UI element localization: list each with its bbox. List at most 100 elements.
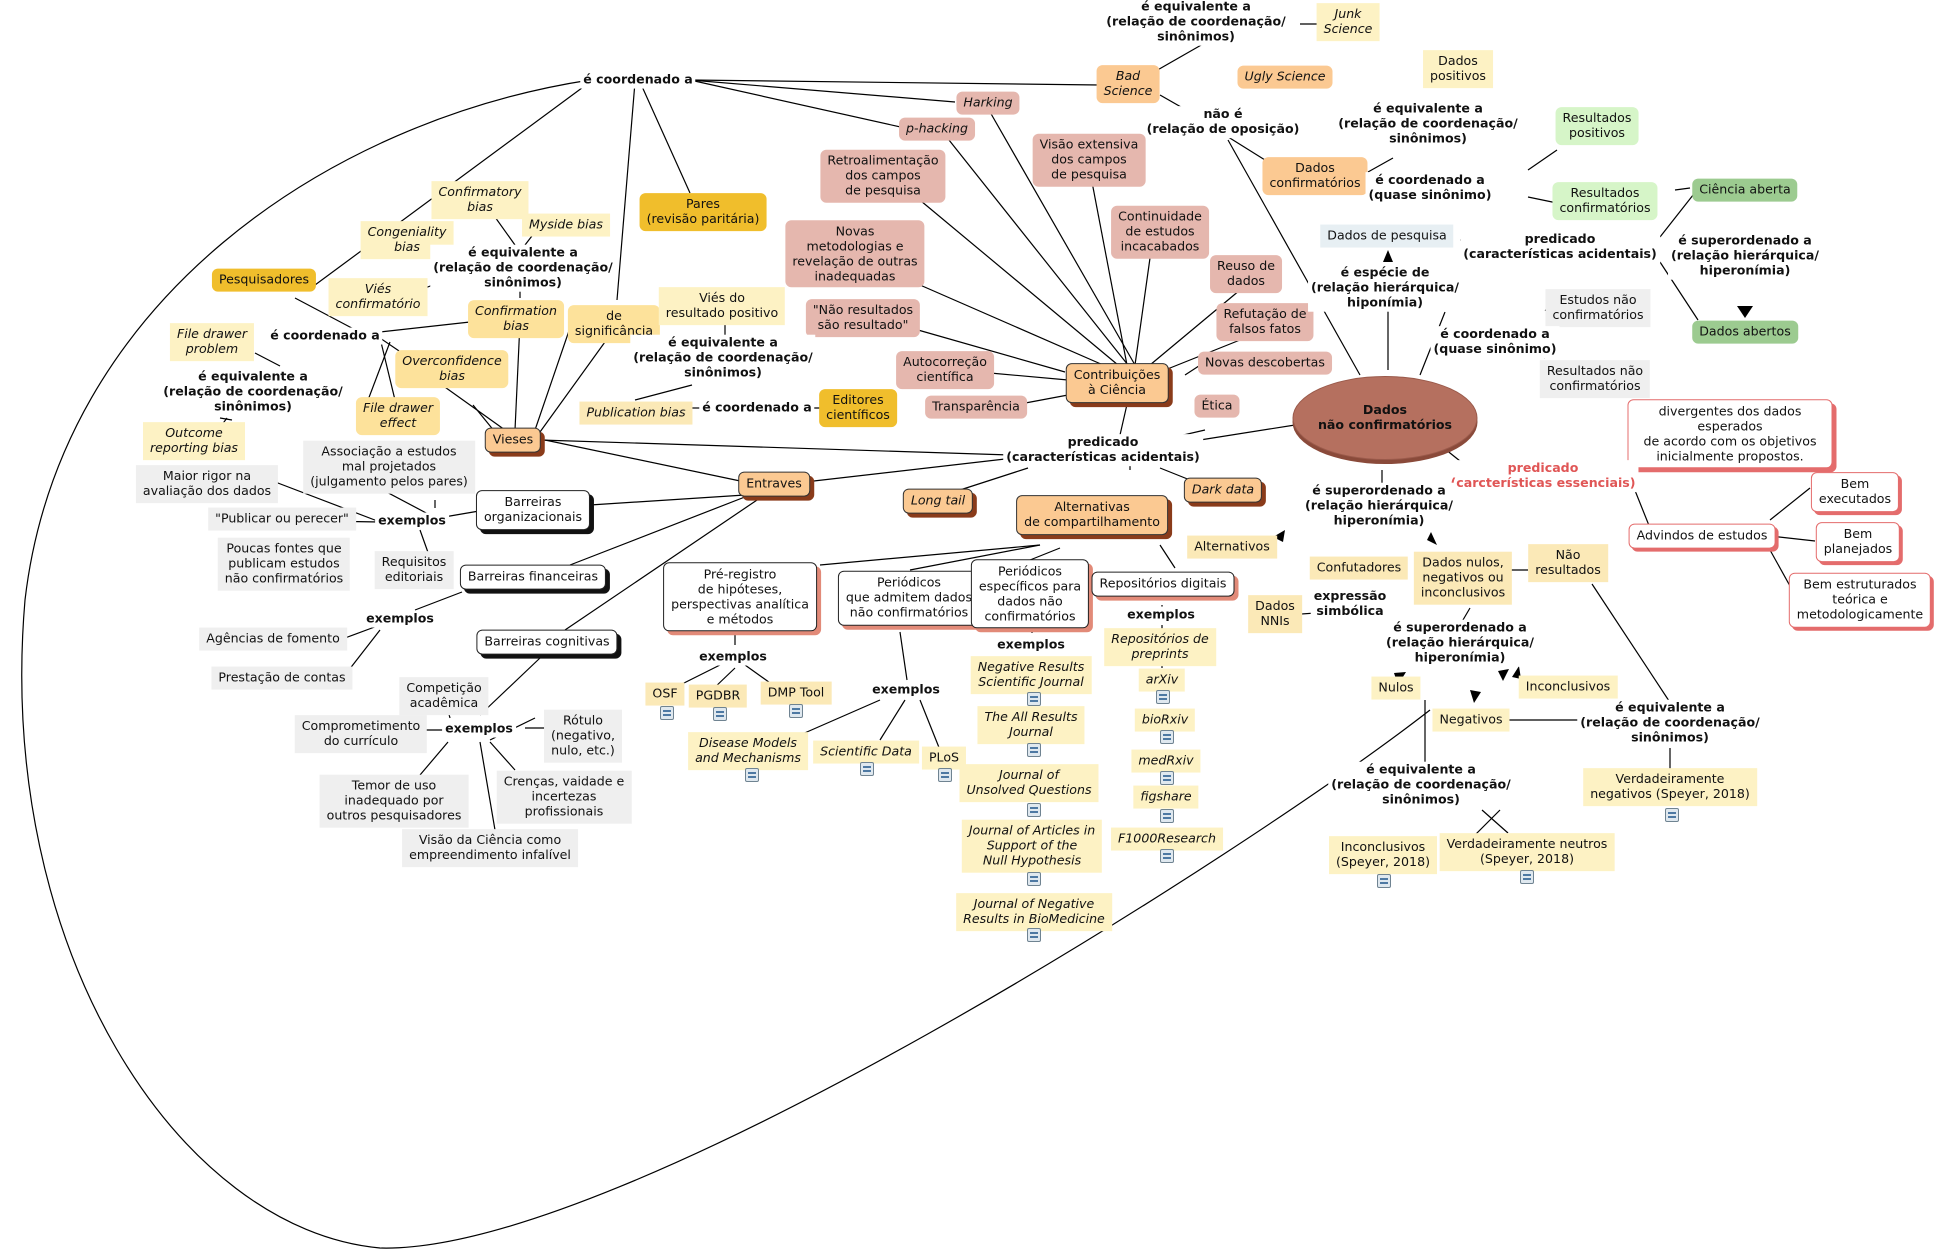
document-link-icon[interactable] (938, 768, 952, 782)
document-link-icon[interactable] (745, 768, 759, 782)
document-link-icon[interactable] (713, 707, 727, 721)
concept-node[interactable]: Bem estruturados teórica e metodologicam… (1788, 572, 1932, 628)
document-link-icon[interactable] (1027, 743, 1041, 757)
concept-node[interactable]: Confirmation bias (468, 300, 564, 338)
concept-node[interactable]: Dados confirmatórios (1262, 157, 1368, 195)
central-concept[interactable]: Dados não confirmatórios (1292, 376, 1478, 460)
concept-node[interactable]: Temor de uso inadequado por outros pesqu… (319, 774, 469, 828)
concept-node[interactable]: Inconclusivos (Speyer, 2018) (1329, 836, 1437, 874)
concept-node[interactable]: Periódicos específicos para dados não co… (970, 559, 1090, 629)
concept-node[interactable]: Novas descobertas (1198, 351, 1332, 375)
concept-node[interactable]: Refutação de falsos fatos (1216, 303, 1314, 341)
concept-node[interactable]: OSF (645, 682, 685, 706)
concept-node[interactable]: Viés confirmatório (328, 278, 428, 316)
concept-node[interactable]: Barreiras financeiras (459, 564, 607, 590)
concept-node[interactable]: Repositórios de preprints (1104, 628, 1216, 666)
concept-node[interactable]: Entraves (738, 471, 810, 497)
concept-node[interactable]: Journal of Unsolved Questions (959, 764, 1099, 802)
concept-node[interactable]: Estudos não confirmatórios (1545, 289, 1651, 327)
document-link-icon[interactable] (1160, 809, 1174, 823)
concept-node[interactable]: Barreiras organizacionais (475, 490, 591, 530)
concept-node[interactable]: File drawer problem (169, 323, 255, 361)
document-link-icon[interactable] (860, 762, 874, 776)
concept-node[interactable]: F1000Research (1111, 827, 1223, 851)
concept-node[interactable]: Editores científicos (819, 389, 897, 427)
concept-node[interactable]: Overconfidence bias (395, 350, 509, 388)
document-link-icon[interactable] (789, 704, 803, 718)
concept-node[interactable]: Maior rigor na avaliação dos dados (135, 465, 279, 503)
concept-node[interactable]: Congeniality bias (360, 221, 454, 259)
concept-node[interactable]: "Não resultados são resultado" (805, 299, 921, 337)
concept-node[interactable]: Nulos (1371, 676, 1421, 700)
concept-node[interactable]: Agências de fomento (199, 627, 347, 651)
document-link-icon[interactable] (1027, 803, 1041, 817)
concept-node[interactable]: divergentes dos dados esperados de acord… (1627, 399, 1833, 469)
concept-node[interactable]: Journal of Articles in Support of the Nu… (961, 819, 1103, 873)
concept-node[interactable]: Competição acadêmica (399, 677, 489, 715)
concept-node[interactable]: Journal of Negative Results in BioMedici… (956, 893, 1112, 931)
concept-node[interactable]: Dados de pesquisa (1320, 224, 1454, 248)
concept-node[interactable]: Dados nulos, negativos ou inconclusivos (1413, 551, 1513, 605)
concept-node[interactable]: Periódicos que admitem dados não confirm… (837, 570, 981, 626)
concept-node[interactable]: Não resultados (1528, 544, 1608, 582)
concept-node[interactable]: Dados positivos (1423, 50, 1493, 88)
concept-node[interactable]: Myside bias (522, 213, 610, 237)
concept-node[interactable]: Verdadeiramente negativos (Speyer, 2018) (1583, 768, 1757, 806)
concept-node[interactable]: Resultados positivos (1555, 107, 1639, 145)
concept-node[interactable]: PLoS (921, 746, 967, 770)
concept-node[interactable]: Publication bias (579, 401, 693, 425)
concept-node[interactable]: Continuidade de estudos incacabados (1111, 205, 1209, 259)
document-link-icon[interactable] (1665, 808, 1679, 822)
concept-node[interactable]: Dados abertos (1692, 320, 1798, 344)
concept-node[interactable]: bioRxiv (1134, 708, 1196, 732)
concept-node[interactable]: Long tail (902, 488, 974, 514)
concept-node[interactable]: p-hacking (899, 117, 975, 141)
concept-node[interactable]: Ciência aberta (1692, 178, 1798, 202)
concept-node[interactable]: Contribuições à Ciência (1065, 363, 1169, 403)
concept-node[interactable]: Comprometimento do currículo (294, 715, 428, 753)
concept-node[interactable]: Bad Science (1096, 65, 1160, 103)
document-link-icon[interactable] (1377, 874, 1391, 888)
concept-node[interactable]: File drawer effect (355, 397, 441, 435)
concept-node[interactable]: Dados NNIs (1248, 595, 1302, 633)
concept-node[interactable]: Junk Science (1316, 3, 1380, 41)
concept-node[interactable]: DMP Tool (760, 681, 832, 705)
concept-node[interactable]: Resultados não confirmatórios (1539, 360, 1651, 398)
concept-node[interactable]: Barreiras cognitivas (476, 629, 618, 655)
document-link-icon[interactable] (660, 706, 674, 720)
concept-node[interactable]: arXiv (1138, 668, 1186, 692)
document-link-icon[interactable] (1160, 771, 1174, 785)
concept-node[interactable]: Prestação de contas (211, 666, 353, 690)
concept-node[interactable]: Autocorreção científica (896, 351, 994, 389)
concept-node[interactable]: Confirmatory bias (431, 181, 529, 219)
document-link-icon[interactable] (1027, 692, 1041, 706)
concept-node[interactable]: Reuso de dados (1210, 255, 1282, 293)
concept-node[interactable]: Novas metodologias e revelação de outras… (785, 220, 925, 288)
concept-node[interactable]: Harking (956, 91, 1020, 115)
concept-node[interactable]: Ugly Science (1237, 65, 1333, 89)
concept-node[interactable]: Retroalimentação dos campos de pesquisa (820, 149, 946, 203)
concept-node[interactable]: Visão da Ciência como empreendimento inf… (402, 829, 578, 867)
concept-node[interactable]: Crenças, vaidade e incertezas profission… (496, 770, 632, 824)
document-link-icon[interactable] (1156, 690, 1170, 704)
document-link-icon[interactable] (1160, 730, 1174, 744)
concept-node[interactable]: Resultados confirmatórios (1552, 182, 1658, 220)
concept-node[interactable]: "Publicar ou perecer" (208, 507, 356, 531)
document-link-icon[interactable] (1027, 872, 1041, 886)
concept-node[interactable]: Alternativos (1187, 535, 1277, 559)
document-link-icon[interactable] (1160, 849, 1174, 863)
concept-node[interactable]: Pares (revisão paritária) (639, 193, 767, 231)
concept-node[interactable]: Transparência (925, 395, 1027, 419)
concept-node[interactable]: Scientific Data (813, 740, 919, 764)
concept-node[interactable]: Vieses (484, 427, 542, 453)
concept-node[interactable]: figshare (1133, 785, 1199, 809)
concept-node[interactable]: Verdadeiramente neutros (Speyer, 2018) (1439, 833, 1615, 871)
concept-node[interactable]: Pré-registro de hipóteses, perspectivas … (663, 562, 817, 632)
concept-node[interactable]: Bem planejados (1815, 522, 1901, 562)
concept-node[interactable]: The All Results Journal (977, 706, 1085, 744)
concept-node[interactable]: Outcome reporting bias (143, 422, 245, 460)
concept-node[interactable]: Pesquisadores (211, 268, 317, 292)
concept-node[interactable]: PGDBR (688, 684, 748, 708)
concept-node[interactable]: Poucas fontes que publicam estudos não c… (217, 537, 351, 591)
concept-node[interactable]: Alternativas de compartilhamento (1016, 495, 1168, 535)
